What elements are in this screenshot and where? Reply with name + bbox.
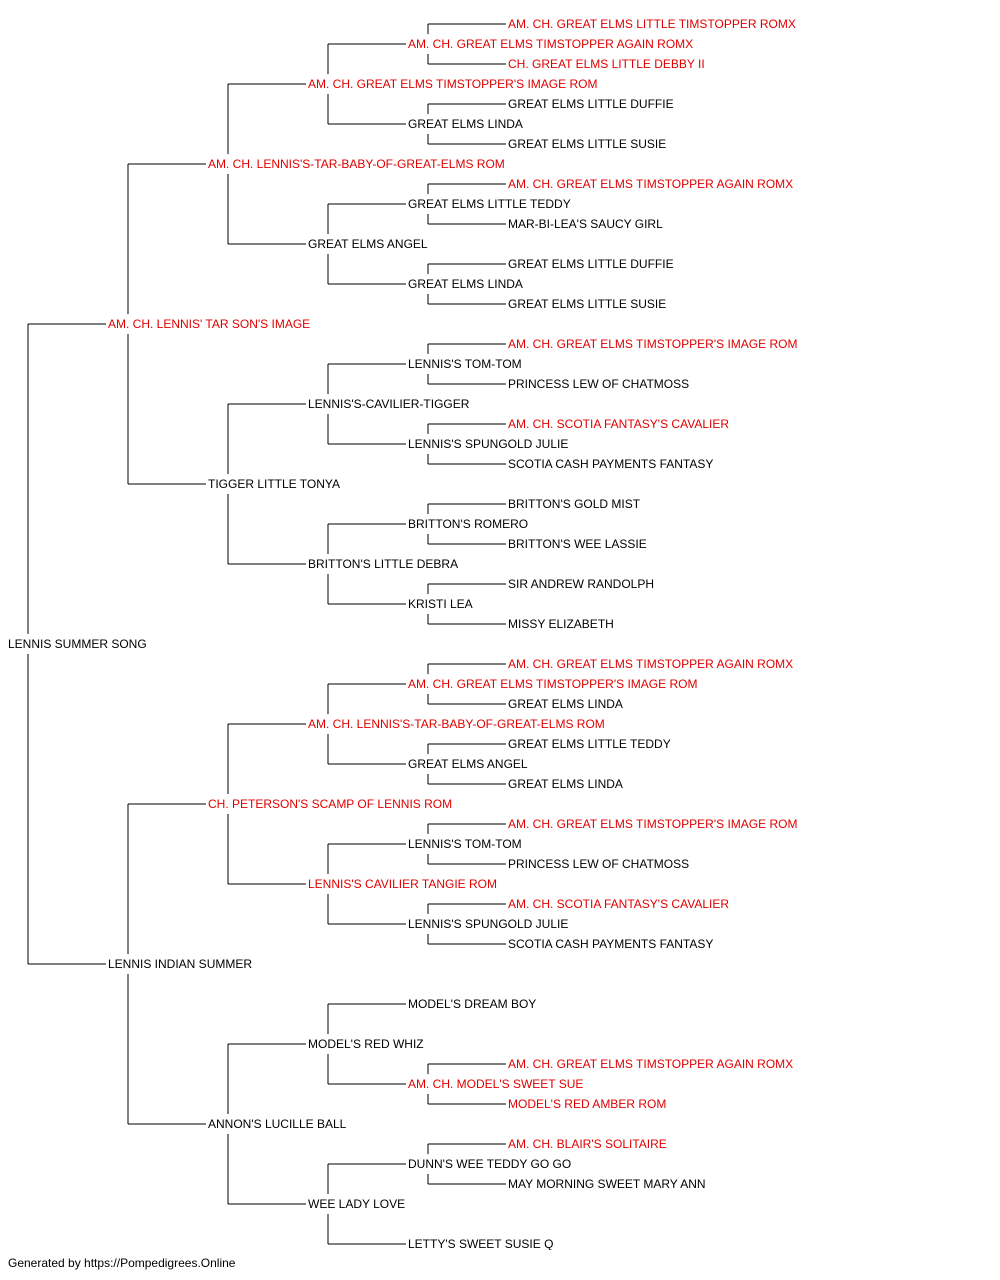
dog-name: AM. CH. GREAT ELMS TIMSTOPPER'S IMAGE RO…	[508, 337, 797, 351]
dog-name: SCOTIA CASH PAYMENTS FANTASY	[508, 457, 713, 471]
dog-name: LENNIS'S SPUNGOLD JULIE	[408, 437, 568, 451]
dog-name: LENNIS'S CAVILIER TANGIE ROM	[308, 877, 497, 891]
dog-name: LENNIS SUMMER SONG	[8, 637, 147, 651]
dog-name: WEE LADY LOVE	[308, 1197, 405, 1211]
dog-name: BRITTON'S GOLD MIST	[508, 497, 641, 511]
dog-name: AM. CH. GREAT ELMS TIMSTOPPER'S IMAGE RO…	[308, 77, 597, 91]
dog-name: GREAT ELMS LINDA	[408, 117, 523, 131]
dog-name: BRITTON'S WEE LASSIE	[508, 537, 647, 551]
dog-name: GREAT ELMS LITTLE TEDDY	[508, 737, 671, 751]
dog-name: PRINCESS LEW OF CHATMOSS	[508, 377, 689, 391]
footer-credit: Generated by https://Pompedigrees.Online	[8, 1256, 236, 1270]
dog-name: ANNON'S LUCILLE BALL	[208, 1117, 347, 1131]
dog-name: SCOTIA CASH PAYMENTS FANTASY	[508, 937, 713, 951]
dog-name: AM. CH. LENNIS'S-TAR-BABY-OF-GREAT-ELMS …	[208, 157, 505, 171]
dog-name: MODEL'S RED WHIZ	[308, 1037, 424, 1051]
dog-name: AM. CH. SCOTIA FANTASY'S CAVALIER	[508, 897, 729, 911]
dog-name: PRINCESS LEW OF CHATMOSS	[508, 857, 689, 871]
dog-name: KRISTI LEA	[408, 597, 473, 611]
dog-name: GREAT ELMS ANGEL	[308, 237, 428, 251]
dog-name: LENNIS'S-CAVILIER-TIGGER	[308, 397, 470, 411]
pedigree-tree: LENNIS SUMMER SONG AM. CH. LENNIS' TAR SO…	[8, 17, 797, 1250]
dog-name: GREAT ELMS LITTLE SUSIE	[508, 137, 666, 151]
dog-name: GREAT ELMS LITTLE TEDDY	[408, 197, 571, 211]
dog-name: TIGGER LITTLE TONYA	[208, 477, 340, 491]
dog-name: GREAT ELMS LINDA	[508, 777, 623, 791]
dog-name: GREAT ELMS LINDA	[408, 277, 523, 291]
dog-name: MODEL'S DREAM BOY	[408, 997, 536, 1011]
dog-name: LENNIS'S SPUNGOLD JULIE	[408, 917, 568, 931]
dog-name: CH. PETERSON'S SCAMP OF LENNIS ROM	[208, 797, 452, 811]
dog-name: AM. CH. MODEL'S SWEET SUE	[408, 1077, 583, 1091]
dog-name: AM. CH. GREAT ELMS TIMSTOPPER'S IMAGE RO…	[408, 677, 697, 691]
dog-name: AM. CH. GREAT ELMS TIMSTOPPER AGAIN ROMX	[508, 177, 793, 191]
dog-name: AM. CH. GREAT ELMS TIMSTOPPER AGAIN ROMX	[408, 37, 693, 51]
dog-name: MISSY ELIZABETH	[508, 617, 614, 631]
dog-name: LENNIS'S TOM-TOM	[408, 837, 522, 851]
dog-name: AM. CH. GREAT ELMS TIMSTOPPER'S IMAGE RO…	[508, 817, 797, 831]
dog-name: BRITTON'S LITTLE DEBRA	[308, 557, 458, 571]
dog-name: GREAT ELMS LINDA	[508, 697, 623, 711]
dog-name: GREAT ELMS LITTLE SUSIE	[508, 297, 666, 311]
dog-name: AM. CH. GREAT ELMS TIMSTOPPER AGAIN ROMX	[508, 1057, 793, 1071]
dog-name: MAY MORNING SWEET MARY ANN	[508, 1177, 706, 1191]
dog-name: LENNIS'S TOM-TOM	[408, 357, 522, 371]
dog-name: CH. GREAT ELMS LITTLE DEBBY II	[508, 57, 705, 71]
dog-name: LETTY'S SWEET SUSIE Q	[408, 1237, 553, 1250]
dog-name: MODEL'S RED AMBER ROM	[508, 1097, 666, 1111]
dog-name: LENNIS INDIAN SUMMER	[108, 957, 252, 971]
dog-name: AM. CH. LENNIS'S-TAR-BABY-OF-GREAT-ELMS …	[308, 717, 605, 731]
dog-name: AM. CH. GREAT ELMS TIMSTOPPER AGAIN ROMX	[508, 657, 793, 671]
dog-name: SIR ANDREW RANDOLPH	[508, 577, 654, 591]
dog-name: AM. CH. SCOTIA FANTASY'S CAVALIER	[508, 417, 729, 431]
dog-name: BRITTON'S ROMERO	[408, 517, 528, 531]
dog-name: GREAT ELMS LITTLE DUFFIE	[508, 257, 674, 271]
dog-name: GREAT ELMS LITTLE DUFFIE	[508, 97, 674, 111]
dog-name: GREAT ELMS ANGEL	[408, 757, 528, 771]
dog-name: DUNN'S WEE TEDDY GO GO	[408, 1157, 571, 1171]
dog-name: AM. CH. GREAT ELMS LITTLE TIMSTOPPER ROM…	[508, 17, 796, 31]
dog-name: AM. CH. BLAIR'S SOLITAIRE	[508, 1137, 667, 1151]
dog-name: AM. CH. LENNIS' TAR SON'S IMAGE	[108, 317, 310, 331]
dog-name: MAR-BI-LEA'S SAUCY GIRL	[508, 217, 663, 231]
